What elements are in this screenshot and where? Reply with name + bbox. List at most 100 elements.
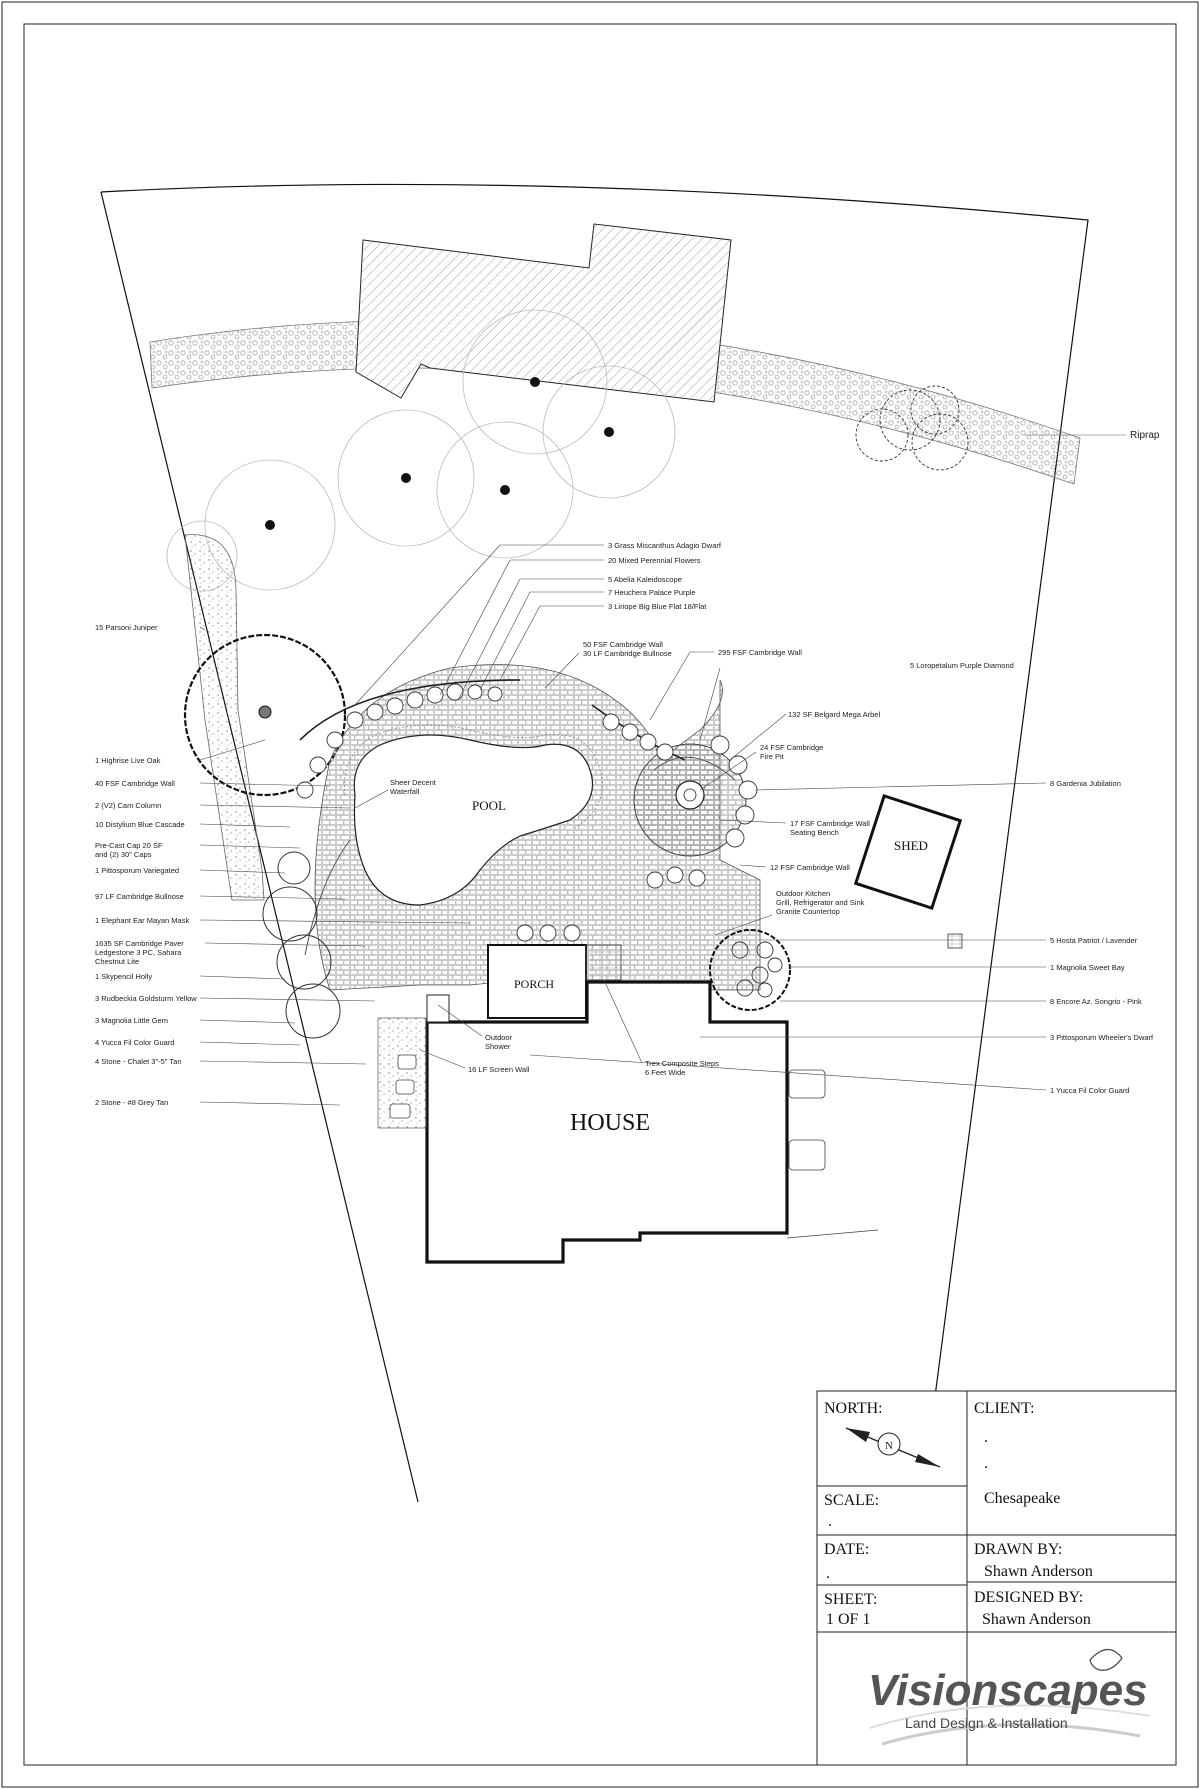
ornamental-tree-icon xyxy=(262,851,341,1039)
porch xyxy=(487,944,587,1019)
client-label: CLIENT: xyxy=(974,1400,1035,1417)
callout-left: 1 Elephant Ear Mayan Mask xyxy=(95,916,189,925)
house xyxy=(425,980,789,1264)
leader-line xyxy=(199,804,351,809)
hvac-unit xyxy=(788,1069,826,1099)
outdoor-shower xyxy=(426,994,450,1023)
leader-line xyxy=(199,1041,301,1046)
callout-left: 2 (V2) Cam Column xyxy=(95,801,161,810)
leader-line xyxy=(544,652,580,689)
client-line2: . xyxy=(984,1455,988,1472)
drawn-by-value: Shawn Anderson xyxy=(984,1563,1093,1580)
leader-line xyxy=(199,1101,341,1106)
callout-right: 1 Magnolia Sweet Bay xyxy=(1050,963,1125,972)
north-arrow-icon: N xyxy=(845,1427,941,1468)
callout-left: 10 Distylium Blue Cascade xyxy=(95,820,185,829)
callout-left: 2 Stone - #8 Grey Tan xyxy=(95,1098,168,1107)
company-tagline: Land Design & Installation xyxy=(905,1715,1068,1731)
callout-group: 15 Parsoni Juniper 1 Highrise Live Oak 40 … xyxy=(95,541,1154,1107)
date-label: DATE: xyxy=(824,1541,869,1558)
leader-line xyxy=(199,626,206,631)
leader-line xyxy=(719,819,787,824)
callout-right: 5 Hosta Patriot / Lavender xyxy=(1050,936,1138,945)
leader-line xyxy=(699,667,721,741)
callout-left: 40 FSF Cambridge Wall xyxy=(95,779,175,788)
house-label: HOUSE xyxy=(570,1110,650,1136)
company-logo: Visionscapes Land Design & Installation xyxy=(868,1648,1151,1746)
designed-by-label: DESIGNED BY: xyxy=(974,1589,1083,1606)
callout-left: 3 Magnolia Little Gem xyxy=(95,1016,168,1025)
juniper-bed xyxy=(184,534,265,901)
callout-left: 3 Rudbeckia Goldsturm Yellow xyxy=(95,994,197,1003)
callout-top: 20 Mixed Perennial Flowers xyxy=(608,556,701,565)
sheet-label: SHEET: xyxy=(824,1591,877,1608)
leader-line xyxy=(199,823,291,828)
inner-border xyxy=(23,23,1177,1766)
company-name: Visionscapes xyxy=(868,1666,1148,1715)
callout-left: 1 Pittosporum Variegated xyxy=(95,866,179,875)
leaf-icon xyxy=(1089,1648,1123,1671)
client-city: Chesapeake xyxy=(984,1490,1060,1507)
leader-line xyxy=(729,713,787,761)
leader-line xyxy=(457,578,521,701)
callout-left: 1 Highrise Live Oak xyxy=(95,756,161,765)
callout-left: 97 LF Cambridge Bullnose xyxy=(95,892,184,901)
callout-top: 7 Heuchera Palace Purple xyxy=(608,588,696,597)
callout-right: 1 Yucca Fil Color Guard xyxy=(1050,1086,1129,1095)
shed-label: SHED xyxy=(894,838,928,853)
porch-label: PORCH xyxy=(514,977,554,991)
leader-line xyxy=(199,919,471,924)
leader-line xyxy=(199,844,301,849)
designed-by-value: Shawn Anderson xyxy=(982,1611,1091,1628)
tree-trunk-icon xyxy=(401,473,411,483)
pool xyxy=(353,734,594,906)
hvac-unit xyxy=(788,1139,826,1171)
north-label: NORTH: xyxy=(824,1400,883,1417)
callout-left: 4 Stone - Chalet 3"-5" Tan xyxy=(95,1057,182,1066)
callout-top: 5 Abelia Kaleidoscope xyxy=(608,575,682,584)
leader-line xyxy=(439,559,511,696)
callout-right: 132 SF Belgard Mega Arbel xyxy=(788,710,880,719)
trex-steps xyxy=(585,944,622,981)
leader-line xyxy=(437,1004,483,1037)
leader-line xyxy=(603,979,643,1064)
leader-line xyxy=(199,1060,367,1065)
callout-left: 15 Parsoni Juniper xyxy=(95,623,158,632)
sheet-value: 1 OF 1 xyxy=(826,1611,870,1628)
callout-right: 8 Encore Az. Songrio - Pink xyxy=(1050,997,1142,1006)
leader-line xyxy=(419,1049,466,1069)
leader-line xyxy=(529,1054,1047,1091)
callout-top: 3 Liriope Big Blue Flat 18/Flat xyxy=(608,602,707,611)
callout-right: 5 Loropetalum Purple Diamond xyxy=(910,661,1014,670)
callout-mid: 295 FSF Cambridge Wall xyxy=(718,648,802,657)
shrub-row-icon xyxy=(296,683,758,942)
live-oak-canopy-icon xyxy=(183,633,347,797)
callout-left: 4 Yucca Fil Color Guard xyxy=(95,1038,174,1047)
leader-line xyxy=(199,739,266,761)
svg-text:N: N xyxy=(885,1440,893,1452)
client-line1: . xyxy=(984,1429,988,1446)
pool-label: POOL xyxy=(472,798,506,813)
leader-line xyxy=(199,997,376,1002)
leader-line xyxy=(699,751,757,791)
leader-line xyxy=(199,782,331,787)
leader-line xyxy=(714,914,773,936)
tree-trunk-icon xyxy=(604,427,614,437)
callout-right: 3 Pittosporum Wheeler's Dwarf xyxy=(1050,1033,1154,1042)
callout-right: 8 Gardenia Jubilation xyxy=(1050,779,1121,788)
leader-line xyxy=(199,895,346,900)
leader-line xyxy=(199,1019,296,1024)
leader-line xyxy=(739,864,767,868)
leader-line xyxy=(649,651,691,721)
scale-label: SCALE: xyxy=(824,1492,879,1509)
cambridge-wall xyxy=(299,679,521,741)
